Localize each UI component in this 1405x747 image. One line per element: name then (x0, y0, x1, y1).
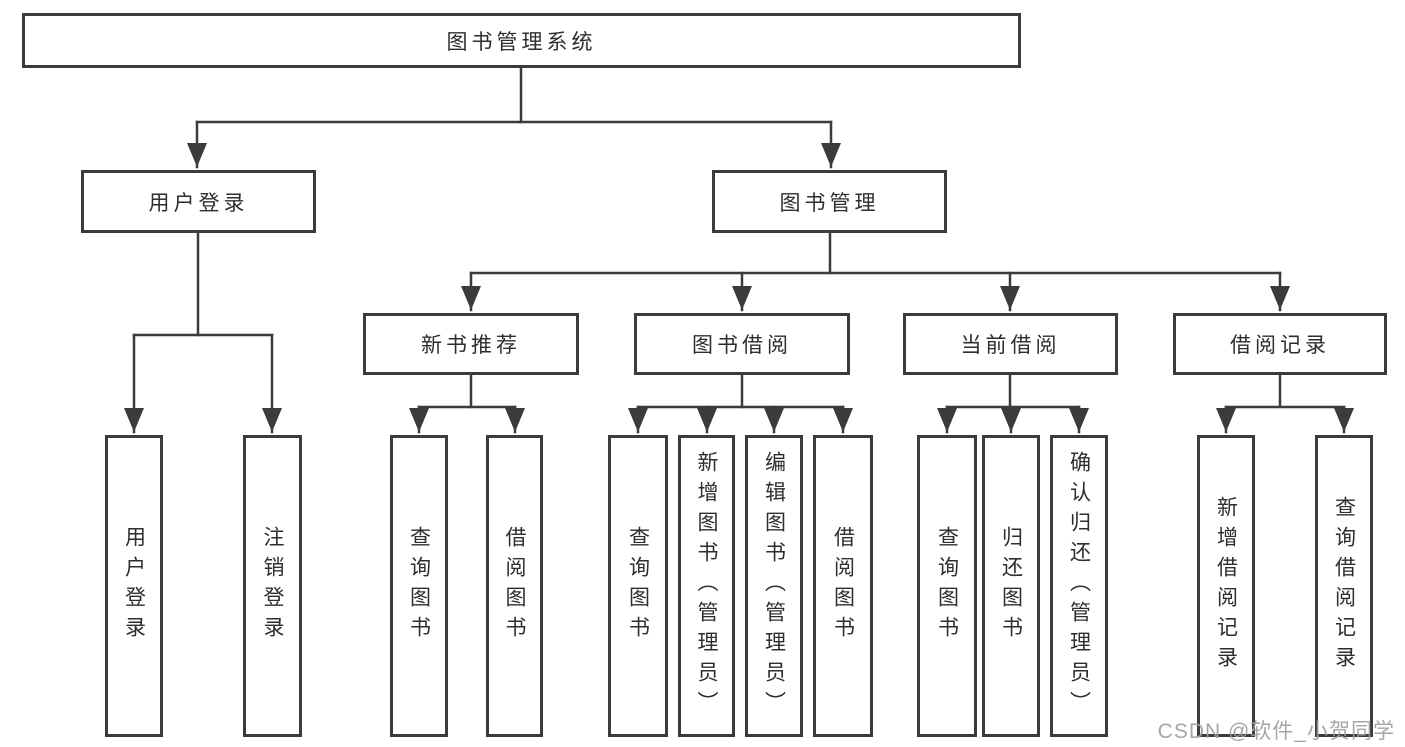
leaf-label: 归还图书 (999, 526, 1023, 646)
leaf-confirm-return-admin: 确认归还（管理员） (1050, 435, 1108, 737)
leaf-edit-books-admin: 编辑图书（管理员） (745, 435, 803, 737)
leaf-label: 新增图书（管理员） (695, 451, 718, 721)
node-book-management: 图书管理 (712, 170, 947, 233)
leaf-add-books-admin: 新增图书（管理员） (678, 435, 735, 737)
leaf-query-books: 查询图书 (390, 435, 448, 737)
node-new-book-recommendation: 新书推荐 (363, 313, 579, 375)
leaf-label: 新增借阅记录 (1214, 496, 1238, 676)
leaf-label: 查询图书 (407, 526, 431, 646)
leaf-logout: 注销登录 (243, 435, 302, 737)
node-label: 用户登录 (148, 191, 249, 215)
leaf-return-books: 归还图书 (982, 435, 1040, 737)
leaf-label: 注销登录 (261, 526, 284, 646)
leaf-user-login: 用户登录 (105, 435, 163, 737)
leaf-label: 查询借阅记录 (1332, 496, 1356, 676)
leaf-query-books-2: 查询图书 (608, 435, 668, 737)
node-book-management-system: 图书管理系统 (22, 13, 1021, 68)
watermark: CSDN @软件_小贺同学 (1157, 720, 1395, 743)
leaf-label: 用户登录 (122, 526, 146, 646)
node-book-borrowing: 图书借阅 (634, 313, 850, 375)
node-current-borrowing: 当前借阅 (903, 313, 1118, 375)
node-label: 图书管理 (779, 191, 880, 215)
leaf-borrow-books: 借阅图书 (486, 435, 543, 737)
leaf-label: 借阅图书 (503, 526, 526, 646)
node-label: 图书借阅 (692, 334, 792, 357)
leaf-borrow-books-2: 借阅图书 (813, 435, 873, 737)
leaf-label: 编辑图书（管理员） (762, 451, 786, 721)
leaf-query-borrow-record: 查询借阅记录 (1315, 435, 1373, 737)
leaf-label: 借阅图书 (831, 526, 855, 646)
node-label: 当前借阅 (960, 334, 1061, 357)
node-label: 图书管理系统 (446, 30, 597, 54)
node-borrowing-records: 借阅记录 (1173, 313, 1387, 375)
leaf-label: 确认归还（管理员） (1067, 451, 1091, 721)
leaf-add-borrow-record: 新增借阅记录 (1197, 435, 1255, 737)
leaf-label: 查询图书 (626, 526, 650, 646)
leaf-label: 查询图书 (935, 526, 959, 646)
node-label: 借阅记录 (1230, 334, 1330, 357)
node-user-login: 用户登录 (81, 170, 316, 233)
node-label: 新书推荐 (421, 334, 521, 357)
leaf-query-books-3: 查询图书 (917, 435, 977, 737)
